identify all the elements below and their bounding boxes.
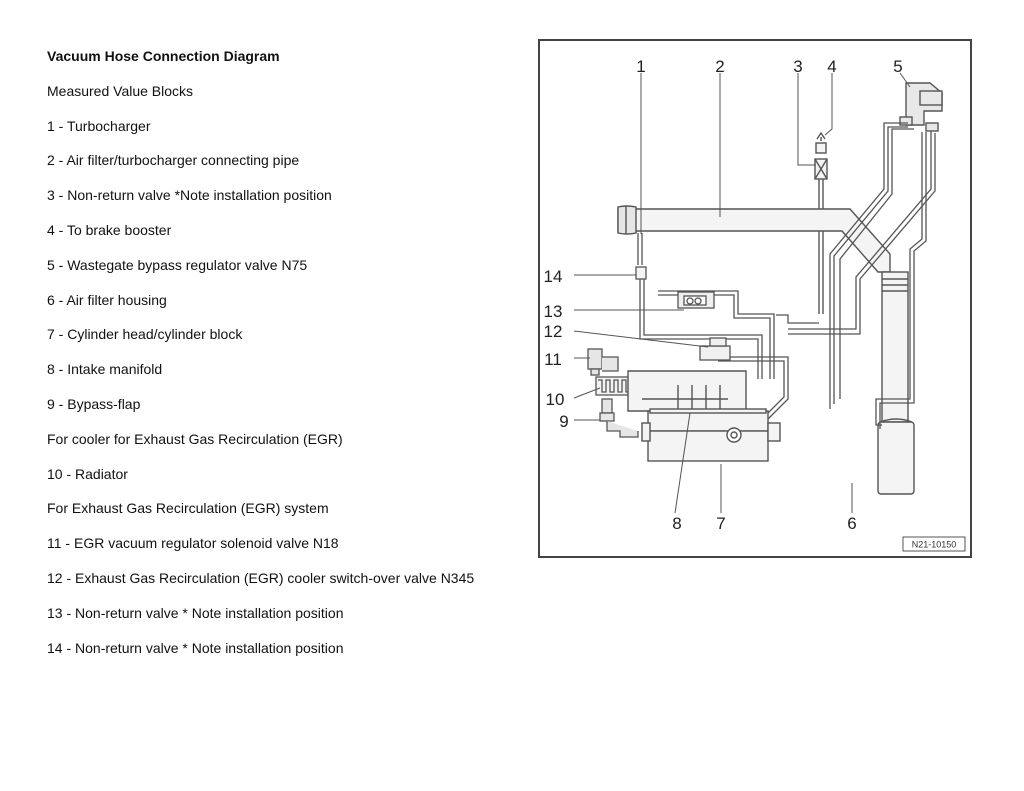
callout-1: 1 xyxy=(636,57,645,76)
figure-id-badge: N21-10150 xyxy=(902,536,966,552)
figure-id-text: N21-10150 xyxy=(912,540,957,550)
callout-7: 7 xyxy=(716,514,725,533)
legend-item-air-filter-housing: 6 - Air filter housing xyxy=(47,291,167,308)
legend-item-egr-cooler-valve: 12 - Exhaust Gas Recirculation (EGR) coo… xyxy=(47,569,475,586)
legend-item-cylinder-head: 7 - Cylinder head/cylinder block xyxy=(47,326,243,343)
callout-8: 8 xyxy=(672,514,681,533)
callout-leaders xyxy=(573,72,911,514)
radiator-drawing xyxy=(595,376,633,396)
legend-item-intake-manifold: 8 - Intake manifold xyxy=(47,361,163,378)
legend-note-egr-cooler: For cooler for Exhaust Gas Recirculation… xyxy=(47,430,343,447)
callout-12: 12 xyxy=(544,322,563,341)
brake-booster-line-drawing xyxy=(814,131,828,314)
legend-item-wastegate-valve: 5 - Wastegate bypass regulator valve N75 xyxy=(47,256,308,273)
legend-item-connecting-pipe: 2 - Air filter/turbocharger connecting p… xyxy=(47,152,300,169)
bypass-flap-drawing xyxy=(599,398,639,438)
vacuum-hose-figure: 1 2 3 4 5 6 7 8 9 10 11 12 13 14 N21-101… xyxy=(538,39,972,558)
legend-item-non-return-valve-3: 3 - Non-return valve *Note installation … xyxy=(47,187,332,204)
vacuum-hose-diagram: 1 2 3 4 5 6 7 8 9 10 11 12 13 14 N21-101… xyxy=(538,39,972,558)
callout-5: 5 xyxy=(893,57,902,76)
legend-subtitle: Measured Value Blocks xyxy=(47,82,194,99)
callout-4: 4 xyxy=(827,57,836,76)
callout-3: 3 xyxy=(793,57,802,76)
air-filter-housing-drawing xyxy=(877,271,915,495)
legend-item-turbocharger: 1 - Turbocharger xyxy=(47,117,151,134)
diagram-title: Vacuum Hose Connection Diagram xyxy=(47,48,280,64)
callout-2: 2 xyxy=(715,57,724,76)
non-return-valve-13-drawing xyxy=(677,291,715,309)
wastegate-valve-drawing xyxy=(899,82,943,132)
legend-item-bypass-flap: 9 - Bypass-flap xyxy=(47,395,141,412)
callout-10: 10 xyxy=(546,390,565,409)
legend-item-brake-booster: 4 - To brake booster xyxy=(47,221,172,238)
legend-item-non-return-valve-14: 14 - Non-return valve * Note installatio… xyxy=(47,639,344,656)
legend-note-egr-system: For Exhaust Gas Recirculation (EGR) syst… xyxy=(47,500,329,517)
legend-text-block: Vacuum Hose Connection Diagram Measured … xyxy=(47,44,517,670)
callout-14: 14 xyxy=(544,267,563,286)
callout-13: 13 xyxy=(544,302,563,321)
legend-item-non-return-valve-13: 13 - Non-return valve * Note installatio… xyxy=(47,604,344,621)
legend-item-egr-solenoid-valve: 11 - EGR vacuum regulator solenoid valve… xyxy=(47,535,339,552)
cylinder-block-drawing xyxy=(641,408,781,462)
callout-9: 9 xyxy=(559,412,568,431)
callout-6: 6 xyxy=(847,514,856,533)
egr-cooler-valve-drawing xyxy=(699,337,731,361)
legend-item-radiator: 10 - Radiator xyxy=(47,465,128,482)
intake-manifold-drawing xyxy=(627,370,747,412)
vacuum-hoses xyxy=(635,122,936,429)
callout-11: 11 xyxy=(544,350,562,369)
egr-solenoid-valve-drawing xyxy=(587,348,619,376)
